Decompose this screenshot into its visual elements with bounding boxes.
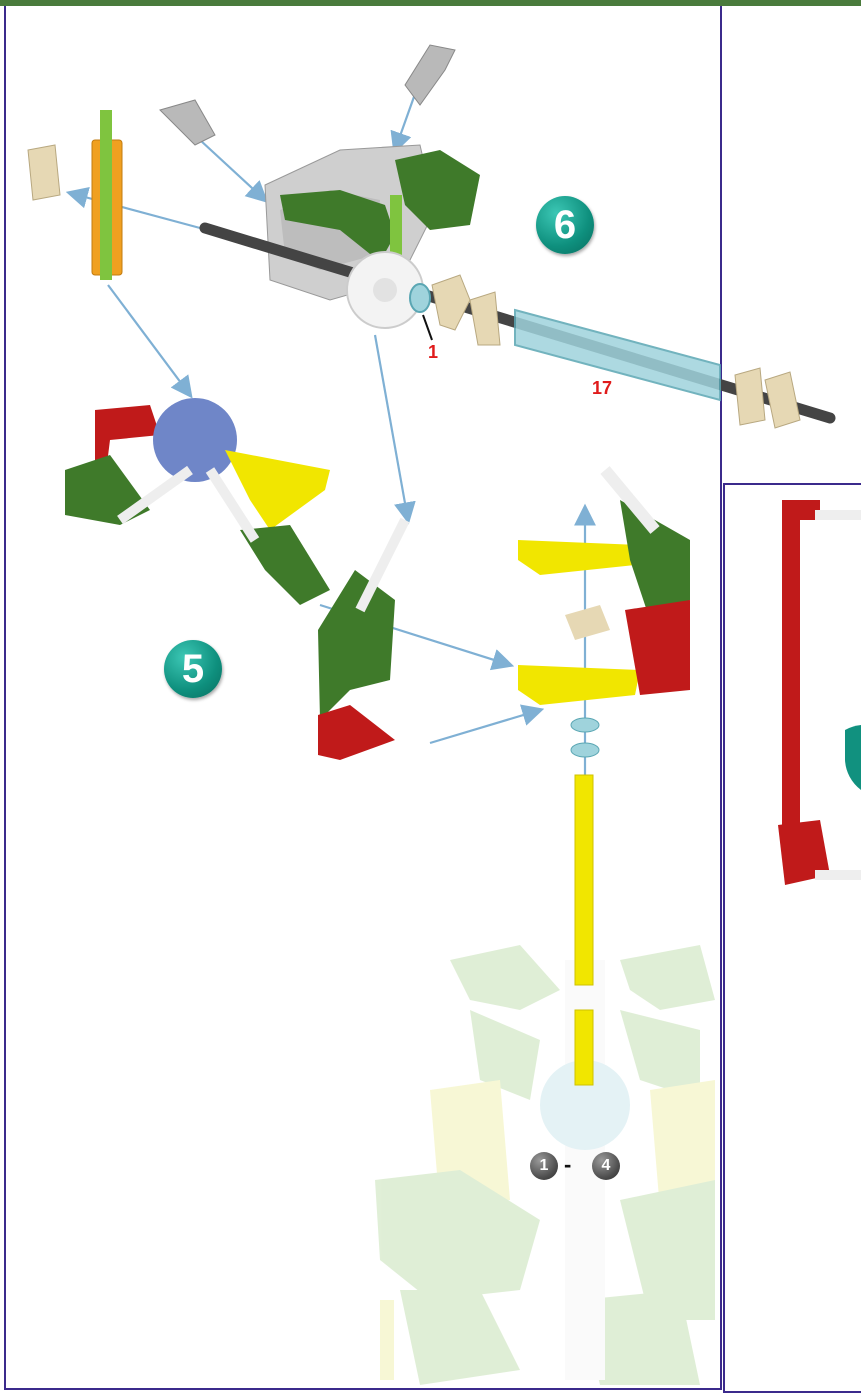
step-5-badge: 5 [164,640,222,698]
spring-quantity-label: 17 [592,378,612,399]
reference-step-start-badge: 1 [530,1152,558,1180]
reference-step-end-badge: 4 [592,1152,620,1180]
cyan-spacer [410,284,430,312]
gray-clips [160,45,455,145]
spacer-quantity-label: 1 [428,342,438,363]
step5-bracket-lower [318,520,405,760]
spacer-callout-line [423,315,432,340]
step5-frame [65,398,330,605]
step-6-badge: 6 [536,196,594,254]
next-step-frame [778,500,861,885]
orange-connector [92,110,122,280]
reference-step-dash: - [564,1152,571,1178]
cyan-spring [515,310,720,400]
